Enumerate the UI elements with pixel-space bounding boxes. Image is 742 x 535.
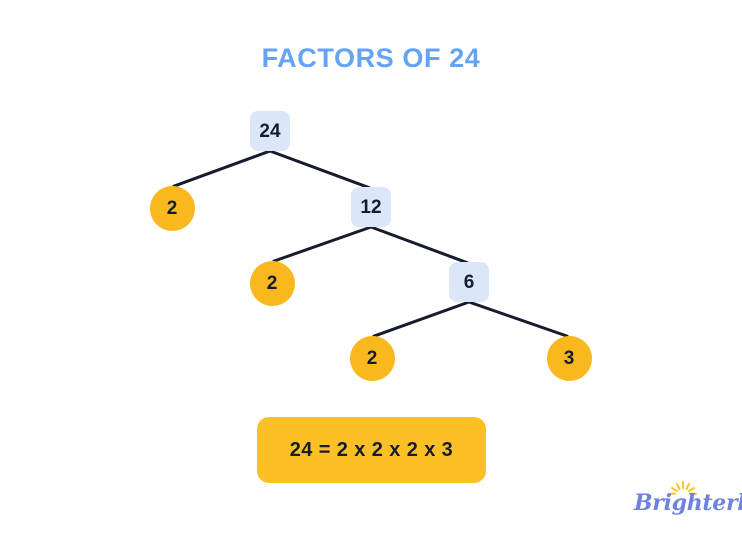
tree-node-label: 6 <box>463 271 475 293</box>
sunburst-icon <box>669 481 697 495</box>
brighterly-logo: Brighterly <box>634 481 742 521</box>
tree-node-2-prime: 2 <box>249 260 295 306</box>
tree-edge <box>272 225 373 263</box>
tree-node-6-composite: 6 <box>449 262 489 302</box>
tree-edge <box>369 225 469 265</box>
tree-node-label: 2 <box>366 347 378 369</box>
tree-node-label: 24 <box>259 120 281 142</box>
tree-node-12-composite: 12 <box>351 187 391 227</box>
tree-node-3-prime: 3 <box>546 335 592 381</box>
tree-edge <box>467 300 569 338</box>
tree-node-label: 12 <box>360 196 382 218</box>
tree-node-label: 2 <box>266 272 278 294</box>
result-equation: 24 = 2 x 2 x 2 x 3 <box>289 438 454 461</box>
logo-wordmark: Brighterly <box>634 490 742 516</box>
tree-node-label: 2 <box>166 197 178 219</box>
page-title: FACTORS OF 24 <box>261 43 481 73</box>
tree-node-label: 3 <box>563 347 575 369</box>
result-banner: 24 = 2 x 2 x 2 x 3 <box>257 417 486 483</box>
tree-node-24-composite: 24 <box>250 111 290 151</box>
tree-node-2-prime: 2 <box>149 185 195 231</box>
tree-edge <box>172 149 272 188</box>
tree-edge <box>372 300 471 338</box>
tree-edge <box>268 149 371 190</box>
tree-node-2-prime: 2 <box>349 335 395 381</box>
